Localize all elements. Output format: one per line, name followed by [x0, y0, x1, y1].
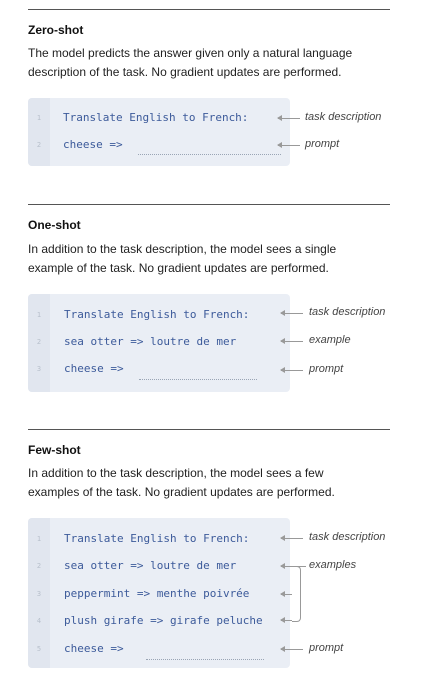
line-number: 3	[36, 365, 42, 373]
annotation-examples: examples	[309, 559, 357, 571]
arrow-icon	[280, 591, 292, 597]
arrow-icon	[277, 142, 300, 148]
examples-bracket	[292, 566, 301, 622]
line-number: 3	[36, 590, 42, 598]
arrow-icon	[277, 115, 300, 121]
line-number: 5	[36, 645, 42, 653]
line-number-gutter	[28, 98, 50, 166]
arrow-icon	[280, 367, 303, 373]
arrow-icon	[280, 310, 303, 316]
answer-blank	[138, 154, 281, 155]
code-panel-few-shot: 1 Translate English to French: 2 sea ott…	[28, 518, 290, 668]
annotation-prompt: prompt	[309, 363, 344, 375]
section-description-zero-shot: The model predicts the answer given only…	[28, 46, 353, 79]
line-number-gutter	[28, 518, 50, 668]
line-number-gutter	[28, 294, 50, 392]
section-divider	[28, 9, 390, 10]
line-number: 1	[36, 114, 42, 122]
code-line: plush girafe => girafe peluche	[64, 614, 263, 627]
section-divider	[28, 429, 390, 430]
arrow-icon	[280, 338, 303, 344]
section-description-few-shot: In addition to the task description, the…	[28, 466, 335, 499]
annotation-example: example	[309, 334, 351, 346]
annotation-task-description: task description	[305, 111, 382, 123]
arrow-icon	[280, 563, 300, 569]
code-line: Translate English to French:	[64, 308, 250, 321]
annotation-task-description: task description	[309, 306, 386, 318]
arrow-icon	[280, 646, 303, 652]
code-line: Translate English to French:	[63, 111, 249, 124]
section-title-few-shot: Few-shot	[28, 443, 81, 457]
line-number: 2	[36, 338, 42, 346]
section-description-one-shot: In addition to the task description, the…	[28, 242, 337, 275]
code-panel-one-shot: 1 Translate English to French: 2 sea ott…	[28, 294, 290, 392]
code-line: Translate English to French:	[64, 532, 250, 545]
line-number: 1	[36, 535, 42, 543]
annotation-task-description: task description	[309, 531, 386, 543]
line-number: 4	[36, 617, 42, 625]
section-title-one-shot: One-shot	[28, 218, 81, 232]
arrow-icon	[280, 617, 292, 623]
code-line: sea otter => loutre de mer	[64, 335, 237, 348]
annotation-prompt: prompt	[305, 138, 340, 150]
line-number: 2	[36, 141, 42, 149]
line-number: 1	[36, 311, 42, 319]
annotation-prompt: prompt	[309, 642, 344, 654]
arrow-icon	[280, 535, 303, 541]
examples-connector	[300, 566, 306, 567]
section-title-zero-shot: Zero-shot	[28, 23, 84, 37]
answer-blank	[139, 379, 257, 380]
code-line: cheese =>	[64, 362, 124, 375]
code-line: cheese =>	[63, 138, 123, 151]
section-divider	[28, 204, 390, 205]
line-number: 2	[36, 562, 42, 570]
code-line: cheese =>	[64, 642, 124, 655]
answer-blank	[146, 659, 264, 660]
code-line: peppermint => menthe poivrée	[64, 587, 250, 600]
code-line: sea otter => loutre de mer	[64, 559, 237, 572]
code-panel-zero-shot: 1 Translate English to French: 2 cheese …	[28, 98, 290, 166]
